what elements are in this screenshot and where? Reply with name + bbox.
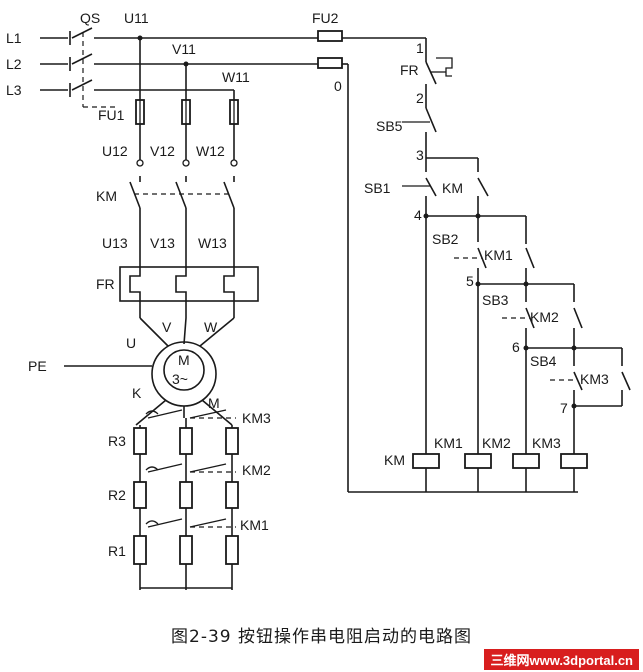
label-U11: U11 xyxy=(124,10,149,26)
label-node-1: 1 xyxy=(416,40,424,56)
label-U: U xyxy=(126,335,136,351)
label-Mn: M xyxy=(208,395,220,411)
label-node-3: 3 xyxy=(416,147,424,163)
label-R2: R2 xyxy=(108,487,126,503)
label-KM1: KM1 xyxy=(240,517,269,533)
watermark: 三维网www.3dportal.cn xyxy=(484,649,639,670)
label-FU1: FU1 xyxy=(98,107,125,123)
bus-lines xyxy=(94,35,320,100)
motor xyxy=(64,341,233,426)
label-W: W xyxy=(204,319,218,335)
label-V13: V13 xyxy=(150,235,175,251)
label-node-6: 6 xyxy=(512,339,520,355)
label-PE: PE xyxy=(28,358,47,374)
label-node-2: 2 xyxy=(416,90,424,106)
label-L3: L3 xyxy=(6,82,22,98)
label-node-4: 4 xyxy=(414,207,422,223)
control-circuit xyxy=(317,30,631,493)
label-L2: L2 xyxy=(6,56,22,72)
label-SB5: SB5 xyxy=(376,118,403,134)
label-SB3: SB3 xyxy=(482,292,509,308)
label-KM-contact: KM xyxy=(442,180,463,196)
label-coil-KM2: KM2 xyxy=(482,435,511,451)
fr-thermal-element xyxy=(119,266,259,347)
label-coil-KM1: KM1 xyxy=(434,435,463,451)
labels: L1 L2 L3 QS U11 V11 W11 FU1 FU2 U12 V12 … xyxy=(6,10,609,559)
label-R1: R1 xyxy=(108,543,126,559)
label-node-7: 7 xyxy=(560,400,568,416)
label-V: V xyxy=(162,319,172,335)
label-L1: L1 xyxy=(6,30,22,46)
label-node-5: 5 xyxy=(466,273,474,289)
label-FR: FR xyxy=(96,276,115,292)
label-KM2-contact: KM2 xyxy=(530,309,559,325)
label-node-0: 0 xyxy=(334,78,342,94)
label-V11: V11 xyxy=(172,41,196,57)
label-KM3-contact: KM3 xyxy=(580,371,609,387)
label-W12: W12 xyxy=(196,143,225,159)
label-KM1-contact: KM1 xyxy=(484,247,513,263)
figure-caption: 图2-39 按钮操作串电阻启动的电路图 xyxy=(171,627,472,647)
label-KM: KM xyxy=(96,188,117,204)
label-U13: U13 xyxy=(102,235,128,251)
label-FU2: FU2 xyxy=(312,10,339,26)
label-QS: QS xyxy=(80,10,100,26)
label-coil-KM: KM xyxy=(384,452,405,468)
label-motor-phase: 3~ xyxy=(172,371,188,387)
label-KM2: KM2 xyxy=(242,462,271,478)
label-SB4: SB4 xyxy=(530,353,557,369)
resistor-bank xyxy=(133,409,239,590)
label-W13: W13 xyxy=(198,235,227,251)
km-main-contacts xyxy=(129,176,235,268)
label-SB1: SB1 xyxy=(364,180,391,196)
label-K: K xyxy=(132,385,142,401)
label-KM3: KM3 xyxy=(242,410,271,426)
label-FR-contact: FR xyxy=(400,62,419,78)
power-input xyxy=(40,27,118,108)
label-U12: U12 xyxy=(102,143,128,159)
label-V12: V12 xyxy=(150,143,175,159)
label-motor-M: M xyxy=(178,352,190,368)
label-R3: R3 xyxy=(108,433,126,449)
fu1-fuses xyxy=(135,99,239,167)
label-W11: W11 xyxy=(222,69,250,85)
label-SB2: SB2 xyxy=(432,231,459,247)
label-coil-KM3: KM3 xyxy=(532,435,561,451)
